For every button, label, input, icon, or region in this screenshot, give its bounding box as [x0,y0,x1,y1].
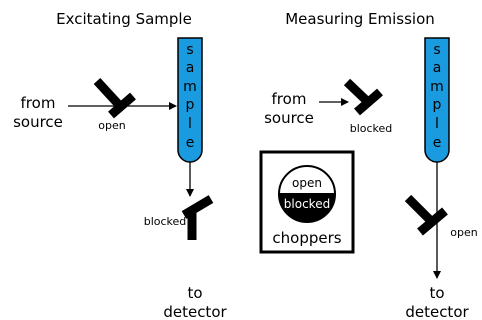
tube-letter: p [186,97,195,113]
right-to-label-line1: to [429,284,444,302]
right-from-label-line1: from [272,90,307,108]
tube-letter: e [186,135,195,151]
left-upper-chopper-state: open [98,119,125,132]
tube-letter: a [186,60,195,76]
right-panel: Measuring Emission from source blocked s… [264,10,478,320]
right-upper-chopper-icon [343,78,383,116]
left-to-label-line1: to [187,284,202,302]
legend-open-label: open [292,176,322,190]
tube-letter: a [433,60,442,76]
tube-letter: p [433,97,442,113]
tube-letter: e [433,135,442,151]
right-lower-chopper-icon [404,194,448,236]
tube-letter: m [430,79,444,95]
left-lower-chopper-state: blocked [144,215,187,228]
right-from-label-line2: source [264,109,314,127]
left-lower-chopper-icon [181,195,214,240]
chopper-legend: open blocked choppers [259,150,355,254]
tube-letter: s [186,42,193,58]
left-to-label-line2: detector [163,303,227,320]
tube-letter: m [183,79,197,95]
right-sample-tube [424,37,450,163]
legend-open-half [277,165,337,195]
left-upper-chopper-icon [93,77,136,119]
left-from-label-line1: from [21,94,56,112]
left-tube-letters: s a m p l e [183,42,197,151]
tube-letter: l [435,116,439,132]
right-panel-title: Measuring Emission [285,10,435,28]
right-upper-chopper-state: blocked [350,122,393,135]
right-tube-letters: s a m p l e [430,42,444,151]
left-panel: Excitating Sample from source open s a m… [13,10,227,320]
tube-letter: l [188,116,192,132]
left-panel-title: Excitating Sample [56,10,192,28]
legend-caption: choppers [272,229,341,247]
right-lower-chopper-state: open [450,226,477,239]
left-from-label-line2: source [13,113,63,131]
right-to-label-line2: detector [405,303,469,320]
legend-blocked-half [277,193,337,223]
tube-letter: s [433,42,440,58]
legend-blocked-label: blocked [284,197,330,211]
left-sample-tube [177,37,203,163]
